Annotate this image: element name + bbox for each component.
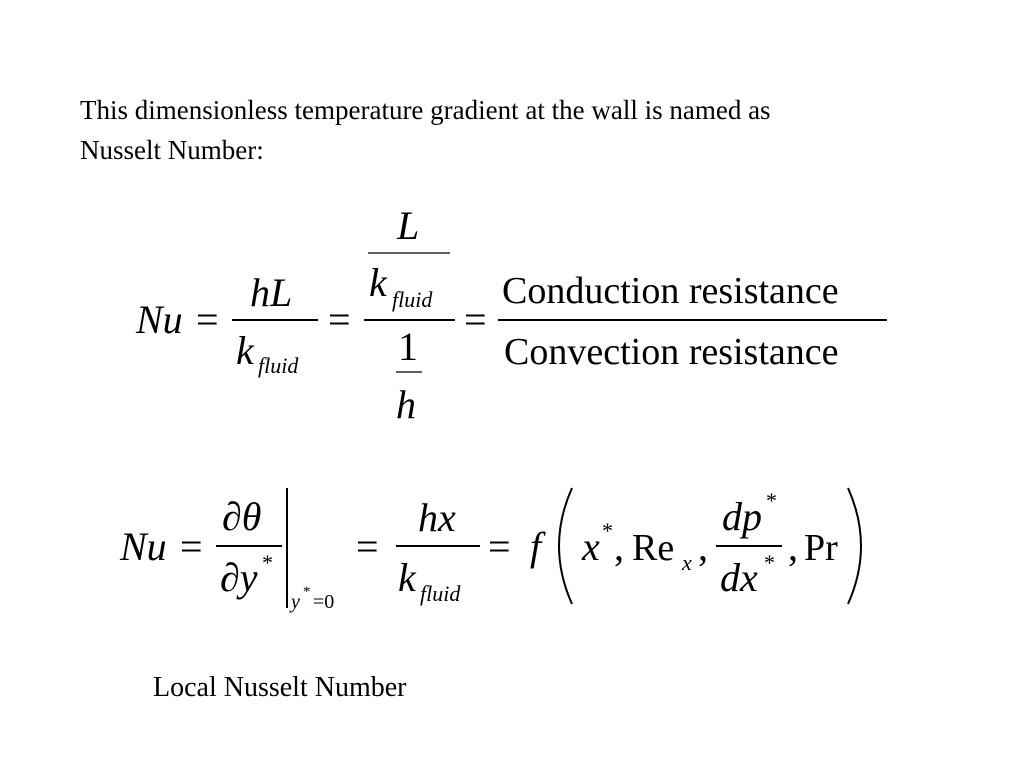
- eq2-numerator-hx: hx: [418, 495, 456, 540]
- eq2-function-f: f: [530, 524, 546, 569]
- equation-nusselt-definition: Nu = hL k fluid = L k fluid 1 h = Conduc…: [135, 203, 887, 427]
- eq2-equals-1: =: [180, 524, 203, 569]
- eq2-denominator-fluid: fluid: [420, 581, 461, 606]
- eq1-nu-symbol: Nu: [135, 297, 183, 342]
- eq2-eval-star: *: [303, 584, 311, 600]
- eq1-denominator-k: k: [236, 328, 255, 373]
- eq2-comma-3: ,: [788, 524, 798, 569]
- eq1-inner-fluid: fluid: [392, 287, 433, 312]
- intro-text: This dimensionless temperature gradient …: [80, 90, 980, 170]
- intro-line-1: This dimensionless temperature gradient …: [80, 95, 771, 125]
- caption-local-nusselt: Local Nusselt Number: [153, 672, 407, 703]
- eq1-numerator-hl: hL: [250, 270, 292, 315]
- eq2-nu-symbol: Nu: [119, 524, 167, 569]
- eq2-prandtl: Pr: [804, 527, 838, 569]
- eq2-dp: dp: [722, 494, 762, 539]
- eq2-reynolds-sub-x: x: [681, 550, 692, 575]
- eq1-equals-3: =: [464, 297, 487, 342]
- eq2-right-paren: [847, 487, 862, 605]
- eq1-inner-k: k: [369, 260, 388, 305]
- eq1-conduction-resistance: Conduction resistance: [502, 270, 839, 312]
- eq2-arg-x-star: *: [602, 518, 613, 543]
- eq2-left-paren: [558, 487, 573, 605]
- eq1-denominator-fluid: fluid: [258, 353, 299, 378]
- eq2-partial-y: ∂y: [220, 555, 258, 600]
- eq1-inner-L: L: [396, 203, 419, 248]
- eq2-arg-x: x: [581, 524, 600, 569]
- intro-line-2: Nusselt Number:: [80, 135, 264, 165]
- eq2-eval-zero: =0: [313, 591, 334, 613]
- eq2-dp-star: *: [766, 488, 777, 513]
- eq2-equals-3: =: [488, 524, 511, 569]
- eq1-equals-2: =: [328, 297, 351, 342]
- eq2-comma-2: ,: [698, 524, 708, 569]
- eq2-partial-theta: ∂θ: [222, 494, 261, 539]
- eq2-denominator-k: k: [398, 555, 417, 600]
- eq1-inner-h: h: [396, 382, 416, 427]
- eq1-equals-1: =: [196, 297, 219, 342]
- eq2-dx-star: *: [764, 550, 775, 575]
- eq2-dx: dx: [720, 555, 758, 600]
- eq2-eval-y: y: [289, 591, 300, 613]
- eq2-star-1: *: [262, 550, 273, 575]
- eq2-reynolds: Re: [632, 527, 674, 569]
- eq1-inner-one: 1: [398, 324, 418, 369]
- eq2-comma-1: ,: [614, 524, 624, 569]
- equation-local-nusselt: Nu = ∂θ ∂y * y * =0 = hx k fluid = f x *…: [119, 487, 862, 613]
- eq1-convection-resistance: Convection resistance: [504, 331, 839, 373]
- eq2-equals-2: =: [356, 524, 379, 569]
